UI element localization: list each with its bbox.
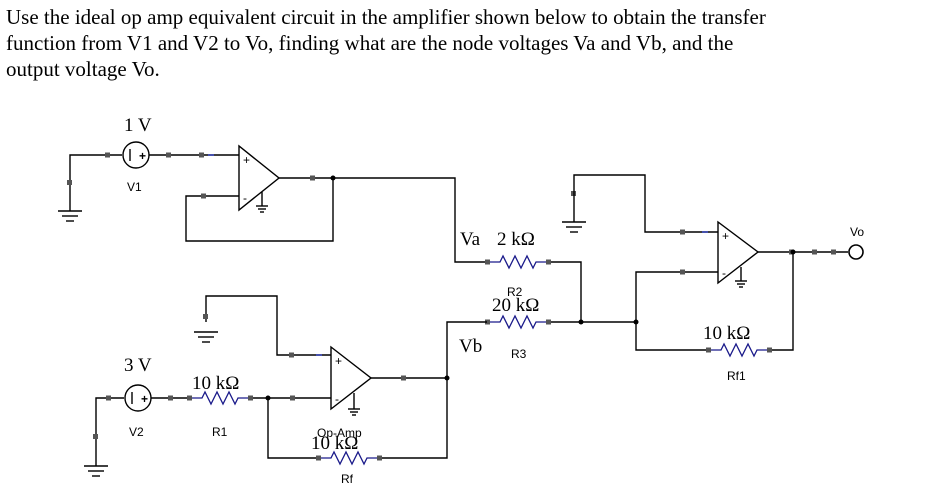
resistor-r1 [187,390,253,406]
opamp-2: + - [330,345,373,416]
rf1-value-label: 10 kΩ [703,323,750,344]
v1-value-label: 1 V [124,115,152,136]
v2-name-label: V2 [129,425,144,439]
opamp-1-minus-sign: - [243,191,247,205]
opamp-1-plus-sign: + [243,153,250,167]
r3-name-label: R3 [511,347,527,361]
ground-symbol [58,180,82,222]
question-line-1: Use the ideal op amp equivalent circuit … [6,5,766,29]
vo-output-label: Vo [850,225,864,239]
node-va-label: Va [460,229,481,250]
opamp-3-plus-sign: + [722,229,729,243]
question-line-3: output voltage Vo. [6,57,160,81]
resistor-r3 [485,314,551,330]
opamp-3-minus-sign: - [722,266,726,280]
opamp-3: + - [717,220,760,288]
v1-name-label: V1 [127,180,142,194]
question-text: Use the ideal op amp equivalent circuit … [6,4,926,82]
resistor-r2 [485,254,551,270]
svg-text:+: + [139,149,146,163]
output-terminal [848,244,864,260]
opamp-2-label: Op-Amp [317,426,362,440]
r2-name-label: R2 [507,285,523,299]
opamp-1: + - [238,144,281,213]
resistor-rf [316,450,382,466]
ground-symbol [194,314,218,343]
node-vb-label: Vb [459,336,482,357]
opamp-2-plus-sign: + [335,354,342,368]
rf-value-label: 10 kΩ [311,433,358,454]
r3-value-label: 20 kΩ [492,295,539,316]
question-line-2: function from V1 and V2 to Vo, finding w… [6,31,734,55]
v2-value-label: 3 V [124,355,152,376]
r2-value-label: 2 kΩ [497,229,535,250]
v1-source: + [69,141,214,211]
opamp-2-minus-sign: - [335,392,339,406]
rf1-name-label: Rf1 [727,369,746,383]
ground-symbol [84,434,108,477]
resistor-rf1 [706,342,772,358]
rf-name-label: Rf [341,472,354,486]
r1-value-label: 10 kΩ [192,373,239,394]
svg-text:+: + [141,392,148,406]
r1-name-label: R1 [212,425,228,439]
